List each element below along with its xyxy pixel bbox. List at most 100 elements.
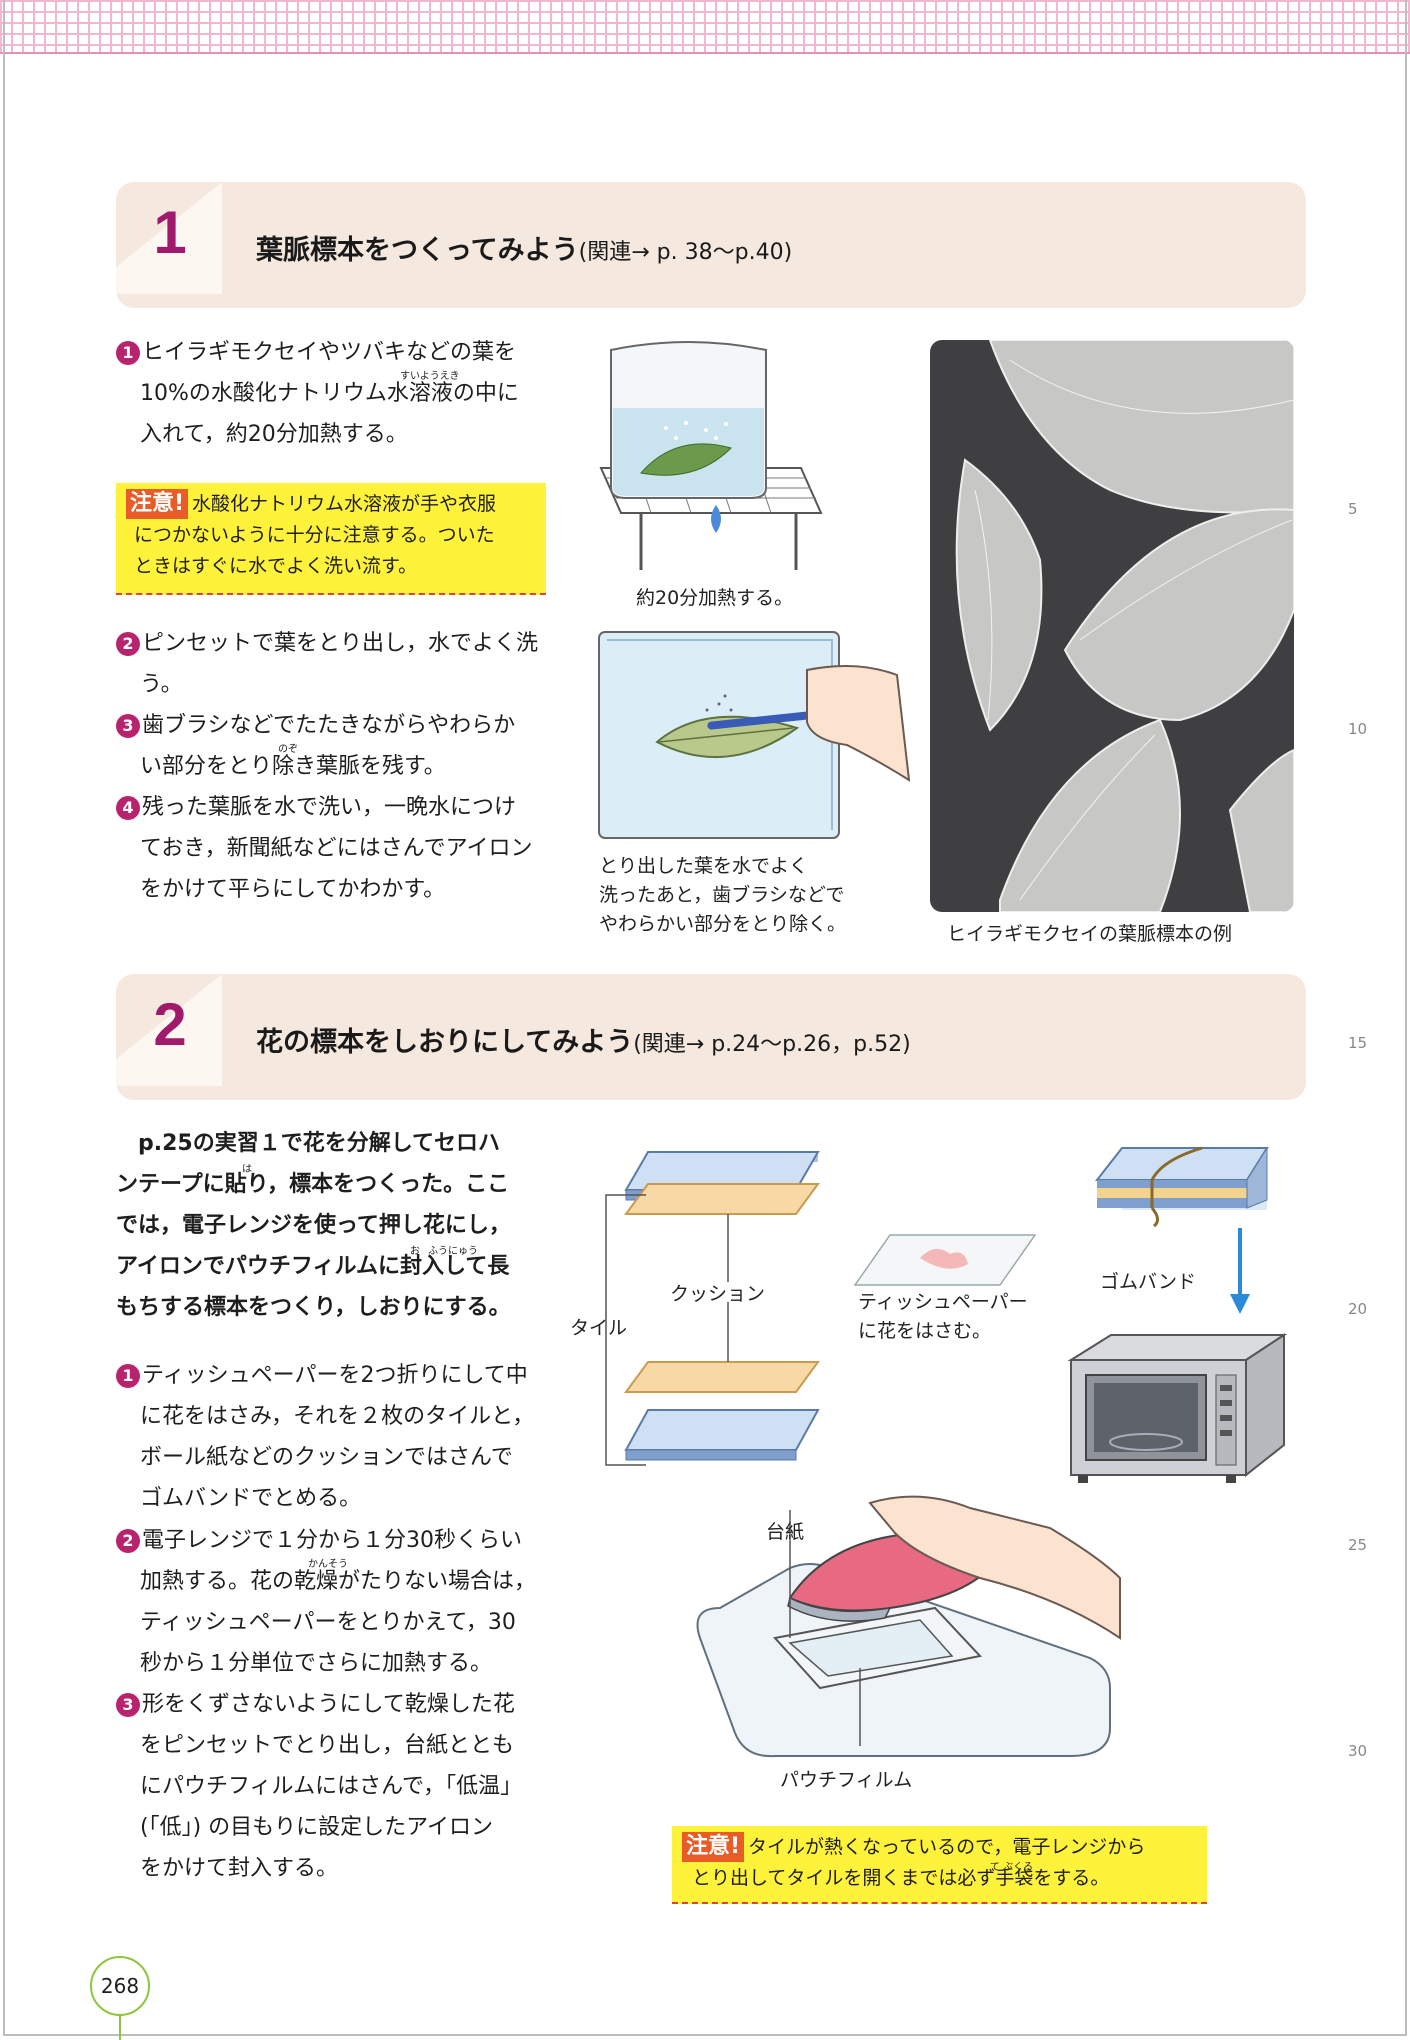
intro-line: もちする標本をつくり，しおりにする。 <box>116 1295 511 1320</box>
tile-stack-illustration <box>605 1151 820 1466</box>
caution-tag: 注意! <box>126 489 189 519</box>
brush-washing-illustration <box>598 631 911 839</box>
step-line: い部分をとり除き葉脈を残す。 <box>140 754 446 779</box>
banded-stack-illustration <box>1094 1146 1269 1228</box>
line-number: 10 <box>1348 720 1368 738</box>
section-title-text: 葉脈標本をつくってみよう <box>256 235 579 266</box>
step-line: 加熱する。花の乾燥がたりない場合は， <box>140 1569 537 1594</box>
line-number: 30 <box>1348 1742 1368 1760</box>
label-cushion: クッション <box>670 1283 766 1305</box>
label-pouch-film: パウチフィルム <box>780 1769 913 1791</box>
step-text: 電子レンジで１分から１分30秒くらい <box>142 1528 522 1553</box>
caution-line: 注意!水酸化ナトリウム水溶液が手や衣服 <box>126 489 536 520</box>
step-line: をかけて平らにしてかわかす。 <box>140 877 446 902</box>
ruby-fuunyuu: ふうにゅう <box>428 1246 478 1257</box>
step-line: ティッシュペーパーをとりかえて，30 <box>140 1610 516 1635</box>
label-tile: タイル <box>570 1317 628 1339</box>
step-text: 歯ブラシなどでたたきながらやわらか <box>142 713 516 738</box>
step-number-badge: 1 <box>116 341 140 365</box>
section-title: 花の標本をしおりにしてみよう(関連→ p.24～p.26，p.52) <box>256 1020 911 1059</box>
step-text: 形をくずさないようにして乾燥した花 <box>142 1692 515 1717</box>
label-line: に花をはさむ。 <box>858 1320 992 1342</box>
step-text: 残った葉脈を水で洗い，一晩水につけ <box>142 795 517 820</box>
section-related: (関連→ p. 38～p.40) <box>578 240 793 265</box>
caution-text: タイルが熱くなっているので，電子レンジから <box>748 1836 1146 1858</box>
page-frame <box>3 0 1407 2036</box>
caption-line: とり出した葉を水でよく <box>599 855 809 877</box>
microwave-illustration <box>1067 1333 1288 1483</box>
step-line: ておき，新聞紙などにはさんでアイロン <box>140 836 533 861</box>
ruby-suiyoueki: すいようえき <box>400 371 460 382</box>
caution-line: ときはすぐに水でよく洗い流す。 <box>134 555 418 577</box>
step-line: ゴムバンドでとめる。 <box>140 1486 362 1511</box>
section-related: (関連→ p.24～p.26，p.52) <box>633 1032 911 1057</box>
step-line: をかけて封入する。 <box>140 1856 339 1881</box>
caption-line: 洗ったあと，歯ブラシなどで <box>599 884 845 906</box>
step-number-badge: 1 <box>116 1364 140 1388</box>
ruby-nozo: のぞ <box>278 744 298 755</box>
ruby-ha: は <box>242 1164 252 1175</box>
step-number-badge: 3 <box>116 714 140 738</box>
section-2-header: 2 花の標本をしおりにしてみよう(関連→ p.24～p.26，p.52) <box>116 974 1306 1100</box>
caution-box-2: 注意!タイルが熱くなっているので，電子レンジから とり出してタイルを開くまでは必… <box>672 1826 1207 1904</box>
iron-laminating-illustration <box>696 1495 1121 1758</box>
step-line: 秒から１分単位でさらに加熱する。 <box>140 1651 493 1676</box>
caution-text: 水酸化ナトリウム水溶液が手や衣服 <box>192 493 497 515</box>
step-line: う。 <box>140 672 183 697</box>
s2-intro: p.25の実習１で花を分解してセロハ ンテープに貼り，標本をつくった。ここ では… <box>116 1123 511 1328</box>
section-number: 2 <box>153 991 187 1058</box>
label-rubber-band: ゴムバンド <box>1100 1271 1196 1293</box>
step-number-badge: 4 <box>116 796 140 820</box>
step-text: ピンセットで葉をとり出し，水でよく洗 <box>142 631 539 656</box>
step-number-badge: 3 <box>116 1693 140 1717</box>
caution-line: につかないように十分に注意する。ついた <box>134 524 495 546</box>
step-number-badge: 2 <box>116 632 140 656</box>
tissue-illustration <box>853 1234 1037 1286</box>
step-line: にパウチフィルムにはさんで，「低温」 <box>140 1774 523 1799</box>
line-number: 15 <box>1348 1034 1368 1052</box>
ruby-kansou: かんそう <box>308 1559 348 1570</box>
top-pattern-band <box>0 0 1410 54</box>
caution-tag: 注意! <box>682 1832 745 1862</box>
intro-line: ンテープに貼り，標本をつくった。ここ <box>116 1172 510 1197</box>
label-tissue: ティッシュペーパー に花をはさむ。 <box>858 1288 1028 1346</box>
label-line: ティッシュペーパー <box>858 1291 1028 1313</box>
step-line: に花をはさみ，それを２枚のタイルと， <box>140 1404 535 1429</box>
step-line: をピンセットでとり出し，台紙ととも <box>140 1733 515 1758</box>
page-number: 268 <box>90 1956 150 2016</box>
line-number: 25 <box>1348 1536 1368 1554</box>
step-line: (「低」) の目もりに設定したアイロン <box>140 1815 494 1840</box>
step-number-badge: 2 <box>116 1529 140 1553</box>
line-number: 5 <box>1348 500 1358 518</box>
caption-line: やわらかい部分をとり除く。 <box>599 913 847 935</box>
intro-line: では，電子レンジを使って押し花にし， <box>116 1213 511 1238</box>
step-line: 入れて，約20分加熱する。 <box>140 422 408 447</box>
step-line: 10%の水酸化ナトリウム水溶液の中に <box>140 381 519 406</box>
page-number-stem <box>119 2014 121 2040</box>
intro-line: アイロンでパウチフィルムに封入して長 <box>116 1254 510 1279</box>
ruby-o: お <box>410 1246 420 1257</box>
caution-line: とり出してタイルを開くまでは必ず手袋をする。 <box>692 1867 1110 1889</box>
step-line: ボール紙などのクッションではさんで <box>140 1445 513 1470</box>
caution-line: 注意!タイルが熱くなっているので，電子レンジから <box>682 1832 1197 1863</box>
section-1-header: 1 葉脈標本をつくってみよう(関連→ p. 38～p.40) <box>116 182 1306 308</box>
ruby-tebukuro: て ぶくろ <box>990 1862 1034 1873</box>
step-text: ティッシュペーパーを2つ折りにして中 <box>142 1363 528 1388</box>
label-daishi: 台紙 <box>766 1521 805 1543</box>
caption-beaker: 約20分加熱する。 <box>636 587 794 609</box>
leaf-skeleton-photo <box>930 340 1294 912</box>
line-number: 20 <box>1348 1300 1368 1318</box>
section-number: 1 <box>153 199 187 266</box>
